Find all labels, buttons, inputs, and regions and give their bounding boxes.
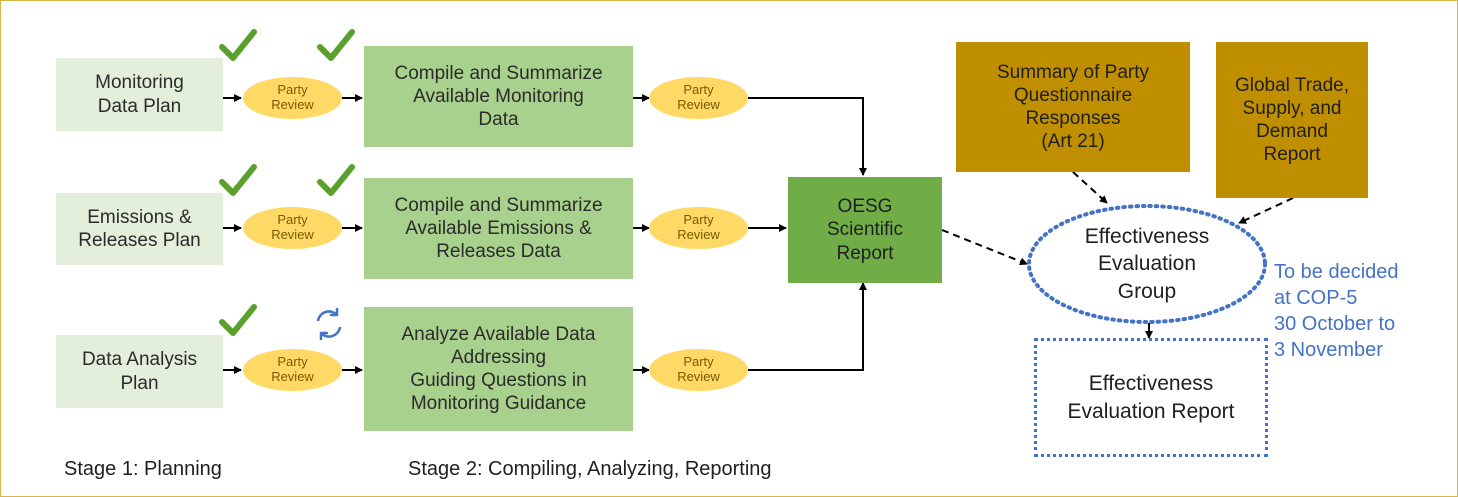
global-trade-report-box: Global Trade, Supply, and Demand Report <box>1216 42 1368 198</box>
stage2-label: Stage 2: Compiling, Analyzing, Reporting <box>408 458 772 480</box>
stage1-label: Stage 1: Planning <box>64 458 222 480</box>
party-questionnaire-summary-box: Summary of Party Questionnaire Responses… <box>956 42 1190 172</box>
arrow-review-oesg-bottom <box>748 282 867 371</box>
effectiveness-evaluation-report-box: Effectiveness Evaluation Report <box>1034 338 1268 457</box>
task-box-emissions-releases: Compile and Summarize Available Emission… <box>364 178 633 279</box>
party-review-ellipse: Party Review <box>243 207 342 249</box>
arrow-review-oesg-top <box>748 97 867 176</box>
check-icon <box>317 164 355 196</box>
effectiveness-group-outline <box>1027 204 1267 324</box>
dashed-arrow-oesg-group <box>941 229 1028 266</box>
cop5-note: To be decided at COP-5 30 October to 3 N… <box>1274 261 1399 361</box>
effectiveness-evaluation-group: Effectiveness Evaluation Group <box>1084 225 1210 303</box>
party-review-ellipse: Party Review <box>243 349 342 391</box>
oesg-scientific-report-box: OESG Scientific Report <box>788 177 942 283</box>
check-icon <box>219 29 257 61</box>
party-review-ellipse: Party Review <box>243 77 342 119</box>
check-icon <box>219 304 257 336</box>
plan-box-data-analysis: Data Analysis Plan <box>56 335 223 408</box>
check-icon <box>219 164 257 196</box>
dashed-arrow-summary-group <box>1072 171 1108 204</box>
task-box-monitoring-data: Compile and Summarize Available Monitori… <box>364 46 633 147</box>
party-review-ellipse: Party Review <box>649 349 748 391</box>
cycle-icon <box>316 307 342 341</box>
party-review-ellipse: Party Review <box>649 77 748 119</box>
party-review-ellipse: Party Review <box>649 207 748 249</box>
dashed-arrow-trade-group <box>1238 197 1294 224</box>
plan-box-emissions-releases: Emissions & Releases Plan <box>56 193 223 265</box>
plan-box-monitoring-data: Monitoring Data Plan <box>56 58 223 131</box>
task-box-analyze-data: Analyze Available Data Addressing Guidin… <box>364 307 633 431</box>
check-icon <box>317 29 355 61</box>
